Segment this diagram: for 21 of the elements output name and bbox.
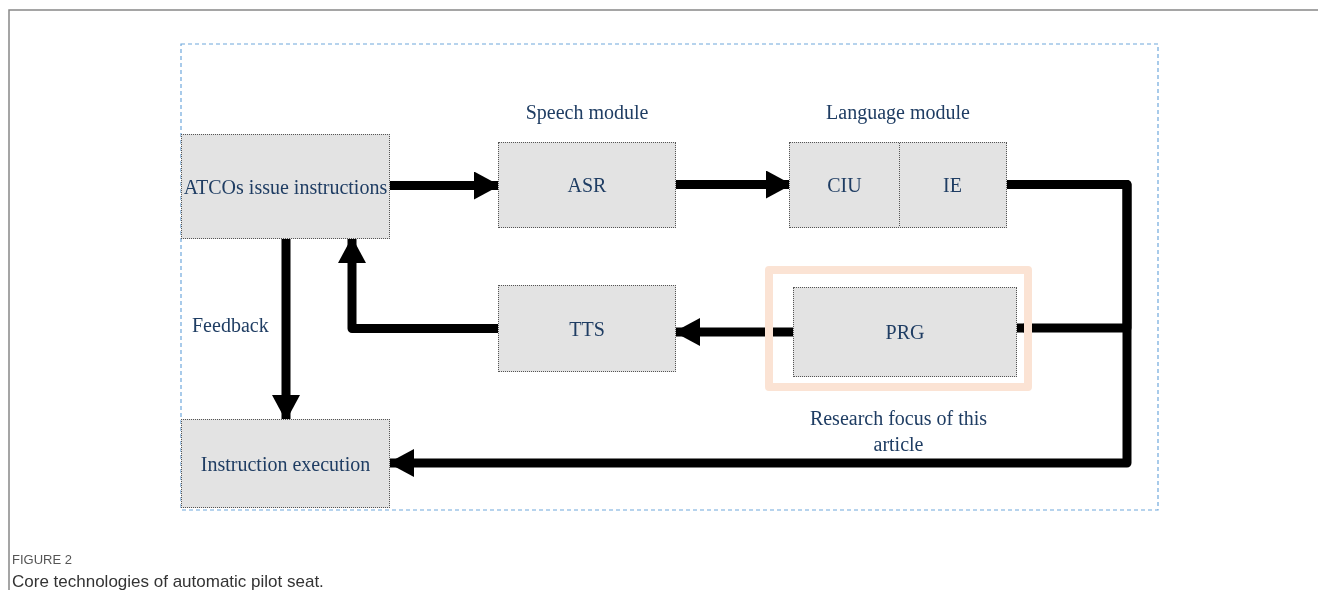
node-label: TTS <box>569 316 605 342</box>
node-label: CIU <box>827 172 862 198</box>
arrow <box>388 180 1132 477</box>
node-label: IE <box>943 172 962 198</box>
module-heading: Language module <box>825 100 971 125</box>
node-label: ASR <box>567 173 607 198</box>
node-label: ATCOs issue instructions <box>183 174 388 200</box>
process-box <box>181 419 390 508</box>
node-label: PRG <box>885 320 925 345</box>
figure-caption: Core technologies of automatic pilot seat. <box>12 572 324 592</box>
figure-number: FIGURE 2 <box>12 552 72 567</box>
process-box <box>498 285 676 372</box>
process-box <box>793 287 1017 377</box>
arrow <box>272 239 300 421</box>
node-label: Instruction execution <box>200 451 371 477</box>
sender-box <box>181 134 390 239</box>
arrow <box>674 318 793 346</box>
arrow <box>338 237 498 333</box>
module-heading: Speech module <box>524 100 650 125</box>
arrow <box>390 171 500 200</box>
module-heading: Research focus of this article <box>808 406 989 457</box>
